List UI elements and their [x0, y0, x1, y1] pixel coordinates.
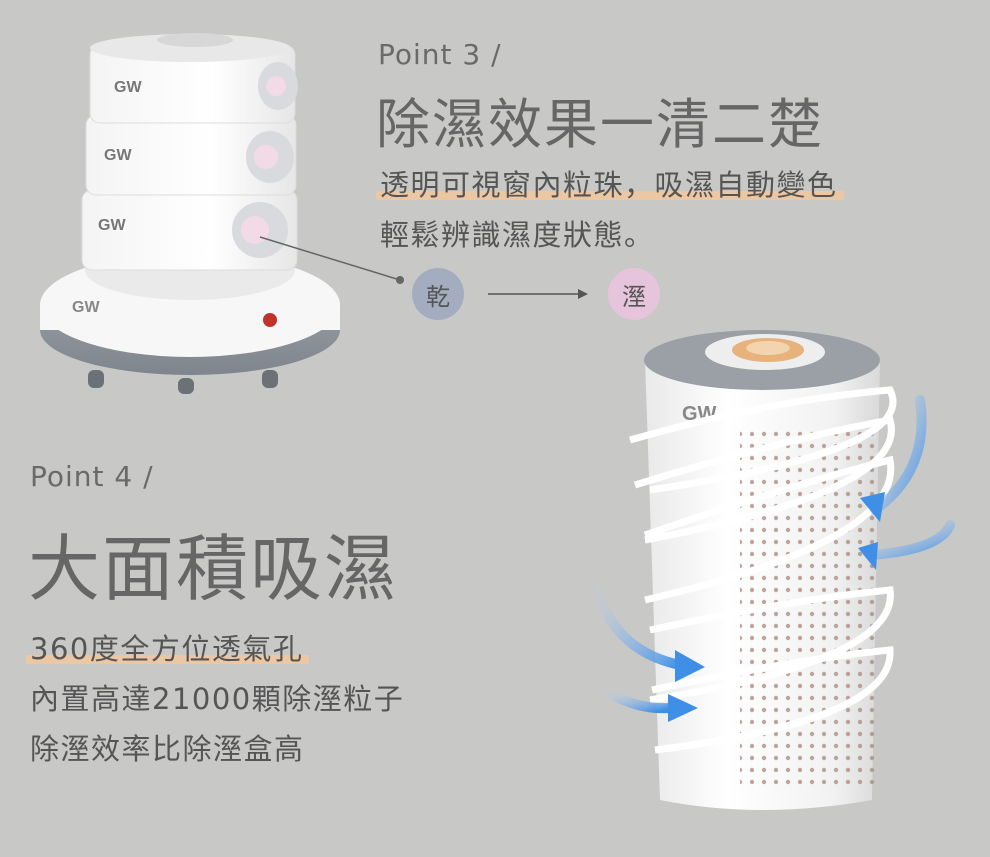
- point3-title: 除濕效果一清二楚: [376, 93, 824, 156]
- cylinder-dehumidifier-image: GW: [629, 330, 897, 810]
- svg-text:GW: GW: [104, 147, 132, 164]
- point4-desc-line1: 360度全方位透氣孔: [30, 632, 304, 666]
- wet-badge: 溼: [608, 268, 660, 320]
- point3-desc-line2: 輕鬆辨識濕度狀態。: [380, 218, 655, 252]
- dry-label: 乾: [426, 282, 450, 311]
- dry-badge: 乾: [412, 268, 464, 320]
- airflow-arrow-icon: [590, 575, 705, 682]
- point4-title: 大面積吸濕: [28, 527, 399, 611]
- airflow-arrows: [590, 395, 955, 722]
- point4-desc-line2: 內置高達21000顆除溼粒子: [30, 682, 405, 716]
- svg-text:GW: GW: [114, 79, 142, 96]
- wet-label: 溼: [622, 282, 646, 311]
- airflow-arrow-icon: [858, 520, 955, 570]
- point4-desc-line3: 除溼效率比除溼盒高: [30, 732, 305, 766]
- svg-text:GW: GW: [98, 217, 126, 234]
- base-logo: GW: [72, 299, 100, 316]
- airflow-arrow-icon: [600, 685, 698, 722]
- point4-label: Point 4 /: [30, 460, 154, 493]
- point3-desc-line1: 透明可視窗內粒珠，吸濕自動變色: [380, 168, 838, 202]
- airflow-arrow-icon: [860, 395, 927, 522]
- stacked-dehumidifier-image: GW GW GW GW: [40, 33, 340, 394]
- pointer-line: [259, 236, 404, 284]
- arrow-right-icon: [488, 289, 588, 299]
- point3-label: Point 3 /: [378, 38, 502, 71]
